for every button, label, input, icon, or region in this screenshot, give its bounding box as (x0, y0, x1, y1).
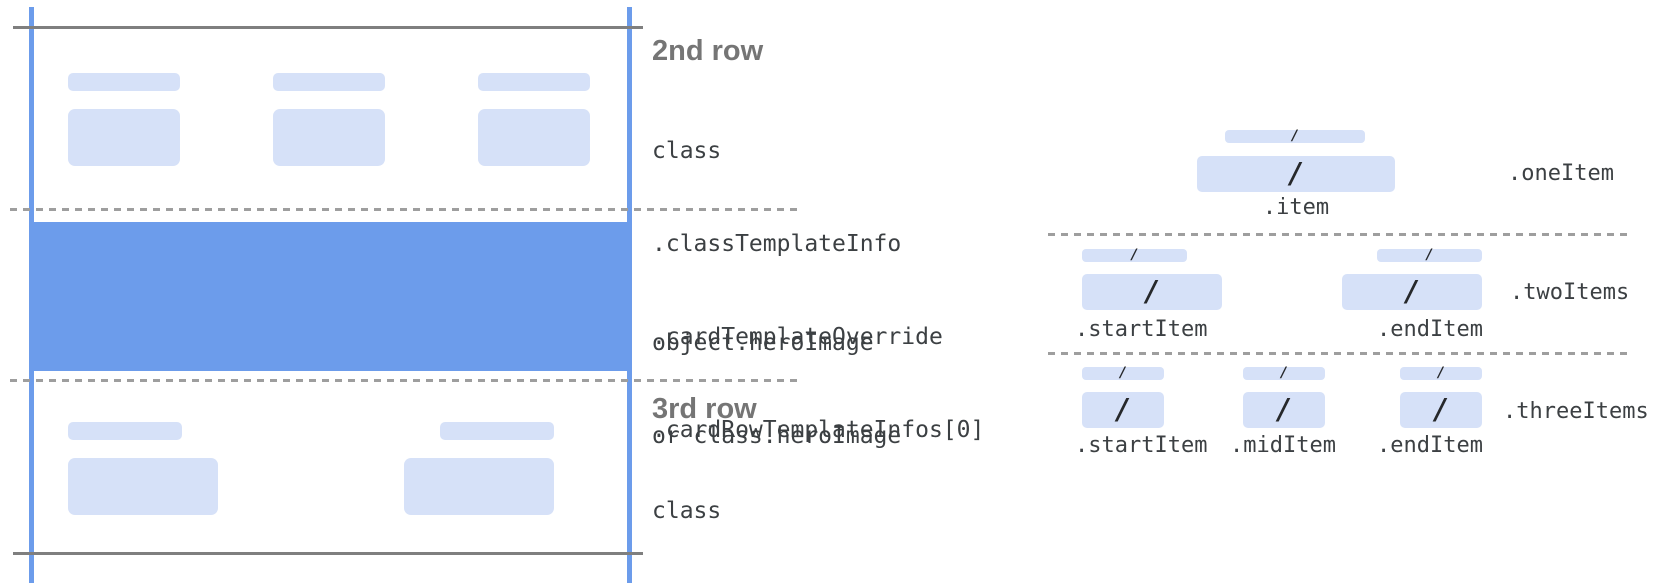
twoitems-end-big-bar: / (1342, 274, 1482, 310)
slash-glyph: / (1290, 128, 1300, 144)
slash-glyph: / (1114, 393, 1132, 426)
row2-col2-value-box (273, 109, 385, 166)
row3-col1-label-bar (68, 422, 182, 440)
code-line: class (652, 498, 722, 524)
threeitems-row-name: .threeItems (1503, 399, 1649, 424)
item-label: .endItem (1377, 317, 1483, 342)
card-right-edge-guide (627, 7, 632, 583)
item-label: .startItem (1075, 317, 1208, 342)
card-top-boundary-line (13, 26, 643, 29)
card-left-edge-guide (29, 7, 34, 583)
row3-heading: 3rd row (652, 393, 757, 425)
row2-col1-label-bar (68, 73, 180, 91)
row3-col1-value-box (68, 458, 218, 515)
oneitem-item-big-bar: / (1197, 156, 1395, 192)
slash-glyph: / (1287, 157, 1305, 190)
slash-glyph: / (1425, 247, 1434, 263)
code-line: .classTemplateInfo (652, 231, 902, 257)
threeitems-start-small-bar: / (1082, 365, 1164, 381)
slash-glyph: / (1403, 275, 1421, 308)
items-dashed-divider-1 (1048, 233, 1628, 236)
threeitems-end-small-bar: / (1400, 365, 1482, 381)
dashed-divider-below-hero (10, 379, 800, 382)
item-label: .endItem (1377, 433, 1483, 458)
code-line: class (652, 138, 722, 164)
dashed-divider-above-hero (10, 208, 800, 211)
slash-glyph: / (1432, 393, 1450, 426)
row2-heading: 2nd row (652, 35, 764, 67)
hero-image-band (34, 222, 627, 371)
slash-glyph: / (1118, 365, 1128, 381)
item-label: .item (1262, 195, 1330, 220)
threeitems-mid-big-bar: / (1243, 392, 1325, 428)
slash-glyph: / (1279, 365, 1289, 381)
code-line: .cardTemplateOverride (652, 324, 943, 350)
threeitems-start-big-bar: / (1082, 392, 1164, 428)
twoitems-start-small-bar: / (1082, 247, 1187, 263)
items-dashed-divider-2 (1048, 352, 1628, 355)
slash-glyph: / (1436, 365, 1446, 381)
threeitems-end-big-bar: / (1400, 392, 1482, 428)
code-line: or class.heroImage (652, 423, 902, 449)
hero-code-path: object.heroImage or class.heroImage (652, 266, 901, 514)
twoitems-end-small-bar: / (1377, 247, 1482, 263)
row3-col2-value-box (404, 458, 554, 515)
row3-col2-label-bar (440, 422, 554, 440)
card-bottom-boundary-line (13, 552, 643, 555)
code-line: .cardRowTemplateInfos[0] (652, 417, 985, 443)
slash-glyph: / (1143, 275, 1161, 308)
oneitem-row-name: .oneItem (1508, 161, 1614, 186)
item-label: .midItem (1230, 433, 1336, 458)
code-line: object.heroImage (652, 330, 874, 356)
row2-col2-label-bar (273, 73, 385, 91)
row2-col3-value-box (478, 109, 590, 166)
slash-glyph: / (1130, 247, 1139, 263)
item-label: .startItem (1075, 433, 1208, 458)
threeitems-mid-small-bar: / (1243, 365, 1325, 381)
slash-glyph: / (1275, 393, 1293, 426)
oneitem-item-small-bar: / (1225, 128, 1365, 144)
row2-col3-label-bar (478, 73, 590, 91)
twoitems-row-name: .twoItems (1510, 280, 1630, 305)
twoitems-start-big-bar: / (1082, 274, 1222, 310)
row3-code-path: class .classTemplateInfo .cardTemplateOv… (652, 434, 984, 584)
row2-col1-value-box (68, 109, 180, 166)
row2-code-path: class .classTemplateInfo .cardTemplateOv… (652, 74, 984, 508)
